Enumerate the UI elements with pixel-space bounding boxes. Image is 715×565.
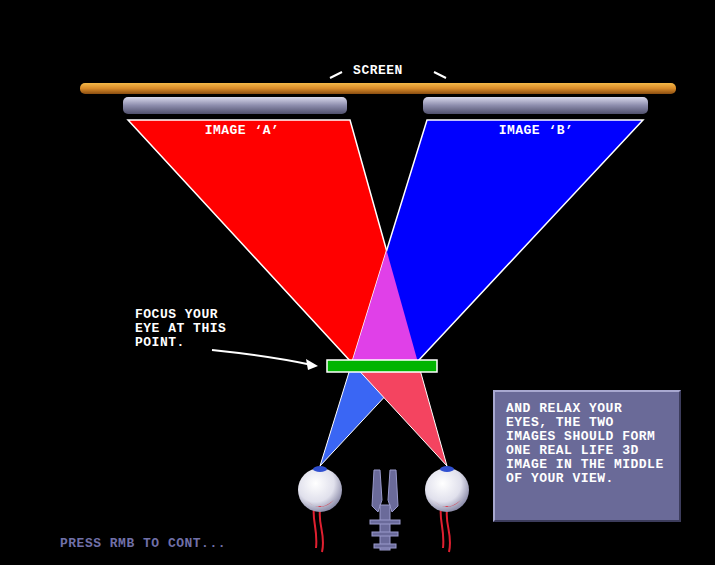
focus-bar [327, 360, 437, 372]
right-eye [425, 466, 469, 552]
bracket-mark [330, 72, 342, 78]
beam-label: IMAGE ‘B’ [436, 124, 636, 138]
left-eye [298, 466, 342, 552]
bracket-mark [434, 72, 446, 78]
screen-bar [80, 83, 676, 94]
arrow-head [306, 359, 318, 370]
light-beam [128, 372, 447, 466]
screen-label-box: SCREEN [80, 62, 676, 82]
leader-line [212, 350, 312, 365]
image-panel [423, 97, 648, 114]
nose-skull [370, 470, 400, 550]
image-panel [123, 97, 347, 114]
note-box: AND RELAX YOUR EYES, THE TWO IMAGES SHOU… [493, 390, 681, 522]
beam-overlap [320, 120, 643, 360]
image-beam: IMAGE ‘B’ [436, 123, 636, 141]
beam-label: SCREEN [80, 64, 676, 78]
beam-label: IMAGE ‘A’ [140, 124, 344, 138]
light-beam [320, 120, 643, 360]
prompt-text: PRESS RMB TO CONT... [60, 537, 320, 551]
callout-note: FOCUS YOUR EYE AT THIS POINT. [135, 308, 231, 350]
image-beam: IMAGE ‘A’ [140, 123, 344, 141]
note-text: AND RELAX YOUR EYES, THE TWO IMAGES SHOU… [506, 402, 670, 486]
